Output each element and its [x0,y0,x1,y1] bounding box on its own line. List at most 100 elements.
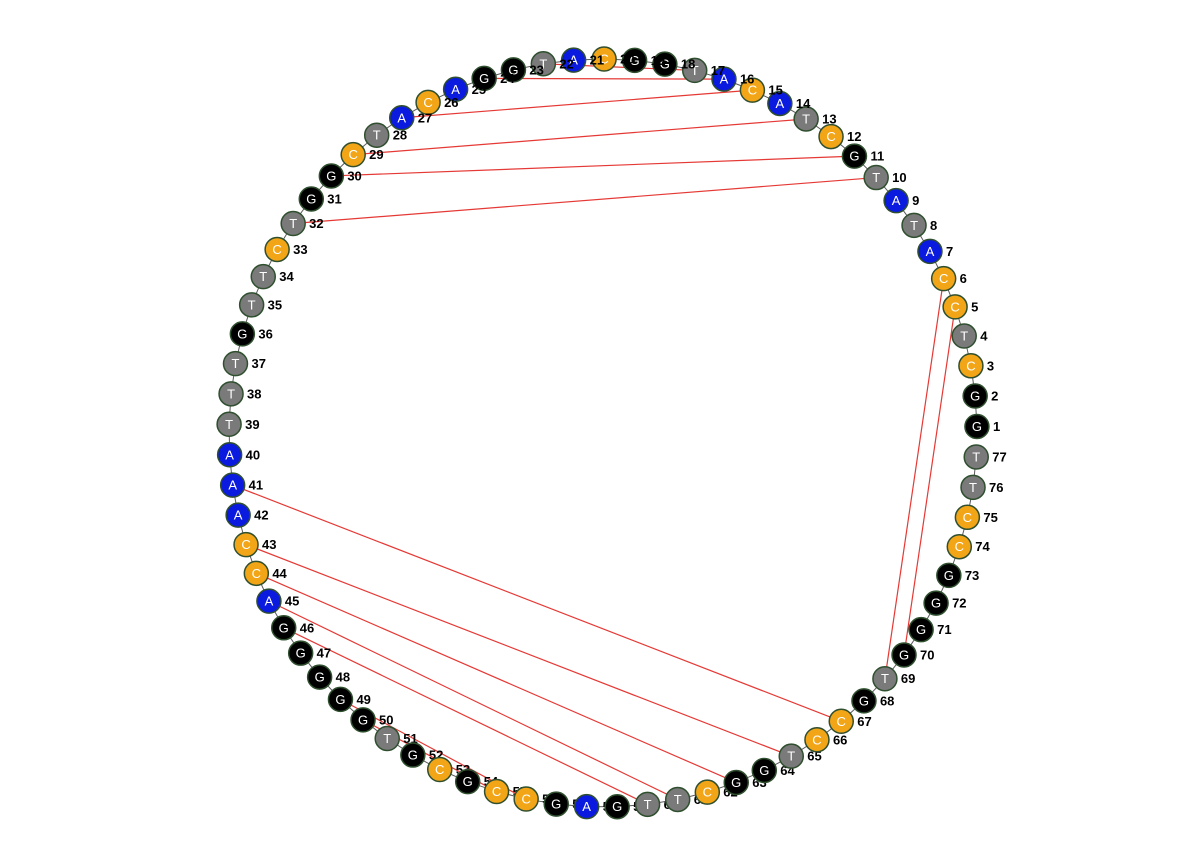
nucleotide-circle [340,141,366,168]
base-pair-bond [884,278,945,679]
nucleotide-circle [751,757,778,784]
nucleotide-letter: T [881,671,889,686]
nucleotide-circle [604,793,630,820]
nucleotide-letter: T [969,480,977,495]
nucleotide-circle [573,793,600,820]
nucleotide-letter: G [612,799,622,814]
nucleotide-index: 16 [740,72,754,87]
nucleotide-index: 25 [472,82,486,97]
nucleotide-index: 44 [272,566,287,581]
nucleotide-circle [374,725,400,752]
nucleotide-circle [530,51,557,77]
nucleotide-letter: G [899,647,909,662]
nucleotide-circle [218,381,244,407]
nucleotide-index: 2 [991,389,998,404]
nucleotide-index: 1 [993,419,1000,434]
nucleotide-letter: G [759,763,769,778]
nucleotide-circle [500,57,527,83]
nucleotide-index: 36 [258,326,272,341]
nucleotide-index: 73 [965,568,979,583]
nucleotide-letter: C [955,539,964,554]
base-pair-bond [293,176,877,225]
nucleotide-letter: T [872,170,880,185]
nucleotide-letter: T [972,449,980,464]
nucleotide-letter: G [859,693,869,708]
nucleotide-letter: G [731,775,741,790]
nucleotide-circle [233,531,259,558]
nucleotide-letter: G [630,53,640,68]
nucleotide-circle [960,474,986,501]
nucleotide-index: 20 [620,52,634,67]
nucleotide-circle [958,353,984,379]
nucleotide-index: 75 [983,510,997,525]
nucleotide-letter: C [423,95,432,110]
nucleotide-letter: C [241,537,250,552]
nucleotide-circle [327,686,354,713]
nucleotide-circle [306,664,333,690]
nucleotide-index: 15 [768,83,782,98]
nucleotide-circle [946,533,973,560]
nucleotide-index: 45 [285,594,299,609]
nucleotide-circle [400,742,426,768]
nucleotide-index: 24 [500,71,515,86]
nucleotide-index: 67 [857,714,871,729]
nucleotide-index: 9 [912,193,919,208]
nucleotide-letter: A [265,594,274,609]
nucleotide-circle [942,294,968,320]
nucleotide-index: 42 [254,508,268,523]
nucleotide-letter: C [963,510,972,525]
nucleotide-circle [238,292,265,318]
nucleotide-letter: T [960,329,968,344]
nucleotide-index: 23 [529,62,543,77]
nucleotide-circle [964,413,990,440]
nucleotide-letter: C [966,358,975,373]
nucleotide-index: 40 [246,447,260,462]
base-pair-bond [268,600,678,801]
nucleotide-circle [287,640,314,666]
nucleotide-circle [298,186,325,212]
nucleotide-circle [863,164,889,191]
nucleotide-circle [936,562,962,589]
nucleotide-circle [723,769,749,796]
nucleotide-index: 32 [309,216,323,231]
nucleotide-letter: A [234,508,243,523]
nucleotide-circle [883,187,909,214]
nucleotide-letter: G [335,692,345,707]
nucleotide-letter: A [451,82,460,97]
nucleotide-letter: C [521,792,530,807]
nucleotide-letter: G [551,797,561,812]
nucleotide-index: 8 [930,218,937,233]
nucleotide-letter: T [787,749,795,764]
nucleotide-circle [739,77,766,103]
nucleotide-letter: T [259,269,267,284]
nucleotide-index: 4 [980,329,988,344]
nucleotide-letter: C [252,566,261,581]
nucleotide-letter: A [776,96,785,111]
nucleotide-letter: T [691,63,699,78]
nucleotide-letter: T [373,128,381,143]
nucleotide-letter: A [397,110,406,125]
nucleotide-circle [256,588,282,614]
nucleotide-index: 66 [833,732,847,747]
nucleotide: A 25 [442,76,486,103]
